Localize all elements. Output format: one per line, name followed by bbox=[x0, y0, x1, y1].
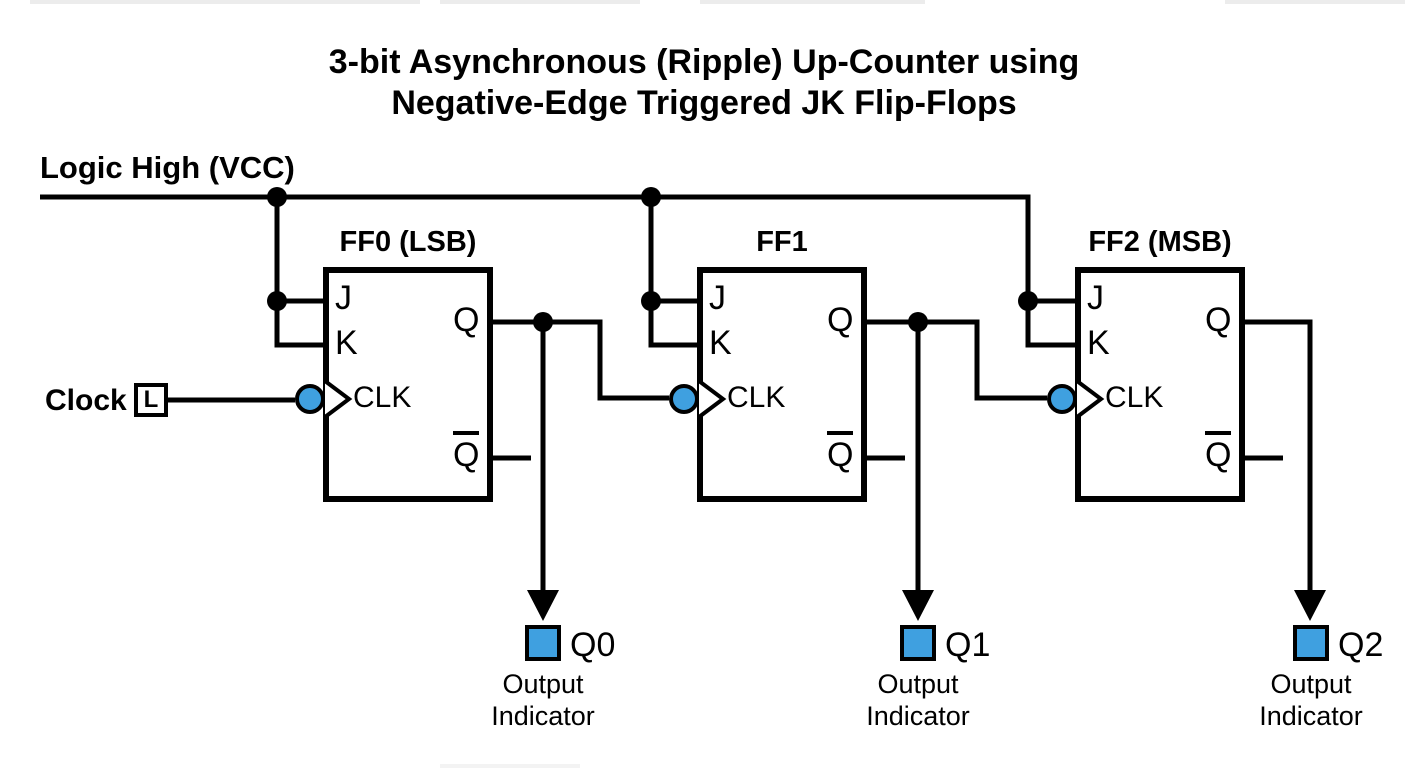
ff0-jk-branch-wire bbox=[274, 197, 323, 348]
q1-output-caption: Output Indicator bbox=[808, 668, 1028, 732]
q2-caption-line1: Output bbox=[1270, 669, 1352, 699]
ff0-q-to-ff1-clk-wire bbox=[493, 319, 669, 401]
ff1-pin-clk: CLK bbox=[727, 381, 786, 414]
ff1-pin-j: J bbox=[709, 279, 726, 317]
clock-label: Clock bbox=[45, 384, 127, 417]
q2-caption-line2: Indicator bbox=[1259, 701, 1363, 731]
ff0-pin-q: Q bbox=[453, 301, 480, 339]
q0-caption-line2: Indicator bbox=[491, 701, 595, 731]
ff2-pin-qbar: Q bbox=[1205, 431, 1232, 472]
q2-indicator-square bbox=[1293, 625, 1329, 661]
q0-bit-label: Q0 bbox=[570, 626, 616, 664]
q2-arrowhead-icon bbox=[1294, 590, 1326, 621]
ff0-pin-clk: CLK bbox=[353, 381, 412, 414]
q1-caption-line1: Output bbox=[877, 669, 959, 699]
clock-state-value: L bbox=[143, 386, 159, 413]
q1-arrowhead-icon bbox=[902, 590, 934, 621]
output-arrowheads bbox=[527, 590, 1326, 621]
q2-bit-label: Q2 bbox=[1338, 626, 1384, 664]
ff0-box: J K CLK Q Q bbox=[323, 267, 493, 502]
ff2-pin-j: J bbox=[1087, 279, 1104, 317]
diagram-title: 3-bit Asynchronous (Ripple) Up-Counter u… bbox=[0, 42, 1408, 124]
q1-bit-label: Q1 bbox=[945, 626, 991, 664]
junction-dot bbox=[267, 291, 287, 311]
ff2-q-output-wire bbox=[1245, 319, 1313, 596]
clock-state-box: L bbox=[134, 383, 168, 417]
output-squares bbox=[525, 625, 1329, 661]
q1-caption-line2: Indicator bbox=[866, 701, 970, 731]
q0-arrowhead-icon bbox=[527, 590, 559, 621]
junction-dot bbox=[267, 187, 287, 207]
ff1-label: FF1 bbox=[756, 226, 808, 258]
diagram-title-line1: 3-bit Asynchronous (Ripple) Up-Counter u… bbox=[328, 43, 1080, 81]
ff0-label: FF0 (LSB) bbox=[339, 226, 477, 258]
q0-output-caption: Output Indicator bbox=[433, 668, 653, 732]
ff2-pin-q: Q bbox=[1205, 301, 1232, 339]
ff2-pin-k: K bbox=[1087, 324, 1110, 362]
q0-indicator-square bbox=[525, 625, 561, 661]
ff1-jk-branch-wire bbox=[648, 197, 697, 348]
ff1-pin-q: Q bbox=[827, 301, 854, 339]
ff0-pin-qbar: Q bbox=[453, 431, 480, 472]
ff1-pin-qbar: Q bbox=[827, 431, 854, 472]
ff2-clk-bubble-icon bbox=[1047, 384, 1077, 414]
q1-indicator-square bbox=[900, 625, 936, 661]
ff2-pin-clk: CLK bbox=[1105, 381, 1164, 414]
junction-dot bbox=[1018, 291, 1038, 311]
ff0-pin-k: K bbox=[335, 324, 358, 362]
ff1-box: J K CLK Q Q bbox=[697, 267, 867, 502]
diagram-title-line2: Negative-Edge Triggered JK Flip-Flops bbox=[391, 84, 1017, 122]
ff2-label: FF2 (MSB) bbox=[1088, 226, 1232, 258]
ff1-pin-k: K bbox=[709, 324, 732, 362]
junction-dot bbox=[641, 187, 661, 207]
junction-dot bbox=[533, 312, 553, 332]
ff1-q-to-ff2-clk-wire bbox=[867, 319, 1047, 401]
q0-caption-line1: Output bbox=[502, 669, 584, 699]
ff2-box: J K CLK Q Q bbox=[1075, 267, 1245, 502]
vcc-rail-wire bbox=[40, 194, 1075, 348]
ff0-pin-j: J bbox=[335, 279, 352, 317]
ff1-clk-bubble-icon bbox=[669, 384, 699, 414]
q2-output-caption: Output Indicator bbox=[1201, 668, 1408, 732]
junction-dot bbox=[908, 312, 928, 332]
logic-high-label: Logic High (VCC) bbox=[40, 150, 295, 185]
junction-dot bbox=[641, 291, 661, 311]
ff0-clk-bubble-icon bbox=[295, 384, 325, 414]
